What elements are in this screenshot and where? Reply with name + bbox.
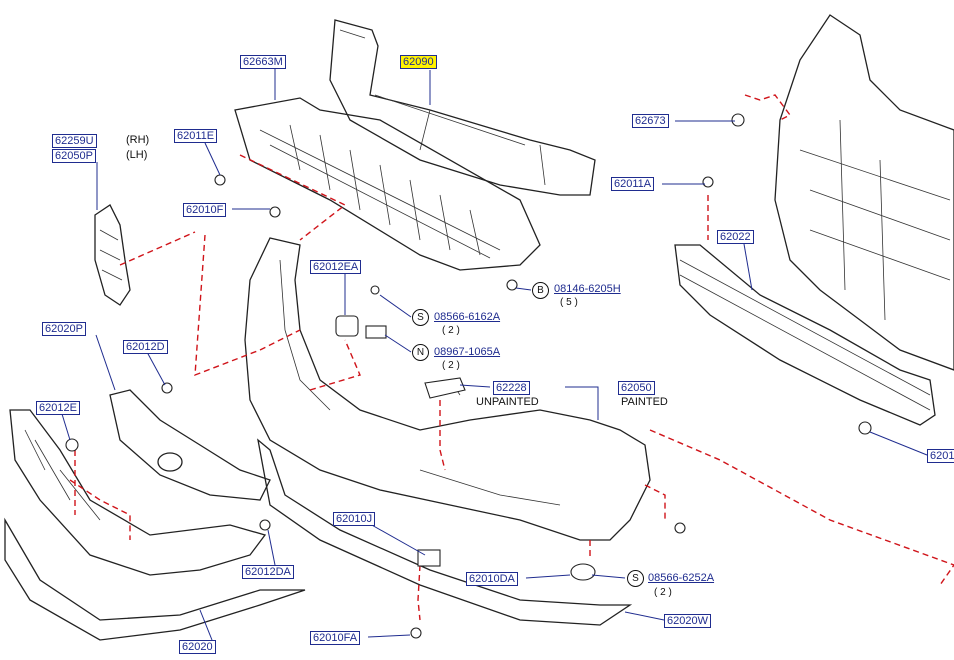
circle-s-1: S — [412, 309, 429, 326]
label-62020[interactable]: 62020 — [179, 640, 216, 654]
label-62012d[interactable]: 62012D — [123, 340, 168, 354]
circle-s-2: S — [627, 570, 644, 587]
label-62011e[interactable]: 62011E — [174, 129, 218, 143]
label-62012e[interactable]: 62012E — [36, 401, 80, 415]
label-62050[interactable]: 62050 — [618, 381, 655, 395]
label-62010f[interactable]: 62010F — [183, 203, 227, 217]
label-lh: (LH) — [126, 149, 148, 161]
label-62663m[interactable]: 62663M — [240, 55, 286, 69]
label-62090[interactable]: 62090 — [400, 55, 437, 69]
body-structure-part — [774, 14, 954, 371]
lower-lip-part — [257, 438, 633, 626]
label-08566-6162a[interactable]: 08566-6162A — [434, 311, 501, 323]
qty-2-c: ( 2 ) — [654, 587, 672, 598]
label-rh: (RH) — [126, 134, 150, 146]
leader-lines — [61, 66, 928, 641]
side-bracket-part — [94, 204, 131, 306]
label-62010fa[interactable]: 62010FA — [310, 631, 361, 645]
lower-grille-part — [4, 409, 306, 641]
label-08566-6252a[interactable]: 08566-6252A — [648, 572, 715, 584]
label-62011a[interactable]: 62011A — [611, 177, 655, 191]
qty-2-b: ( 2 ) — [442, 360, 460, 371]
grille-part — [109, 389, 271, 501]
label-62012da[interactable]: 62012DA — [242, 565, 294, 579]
label-62228[interactable]: 62228 — [493, 381, 530, 395]
label-62022[interactable]: 62022 — [717, 230, 754, 244]
label-6201-cut[interactable]: 6201 — [927, 449, 954, 463]
circle-n: N — [412, 344, 429, 361]
fasteners — [65, 113, 872, 639]
label-08967-1065a[interactable]: 08967-1065A — [434, 346, 501, 358]
circle-b: B — [532, 282, 549, 299]
label-painted: PAINTED — [621, 396, 668, 408]
qty-5: ( 5 ) — [560, 297, 578, 308]
label-62259u[interactable]: 62259U — [52, 134, 97, 148]
label-62673[interactable]: 62673 — [632, 114, 669, 128]
reinforcement-beam-part — [674, 244, 936, 426]
label-62012ea[interactable]: 62012EA — [310, 260, 362, 274]
label-unpainted: UNPAINTED — [476, 396, 539, 408]
label-62020p[interactable]: 62020P — [42, 322, 86, 336]
label-62010j[interactable]: 62010J — [333, 512, 376, 526]
lower-absorber-part — [234, 97, 541, 271]
label-62020w[interactable]: 62020W — [664, 614, 711, 628]
label-62050p[interactable]: 62050P — [52, 149, 96, 163]
label-08146-6205h[interactable]: 08146-6205H — [554, 283, 621, 295]
energy-absorber-part — [329, 19, 596, 196]
connection-lines — [69, 94, 954, 621]
label-62010da[interactable]: 62010DA — [466, 572, 518, 586]
qty-2-a: ( 2 ) — [442, 325, 460, 336]
